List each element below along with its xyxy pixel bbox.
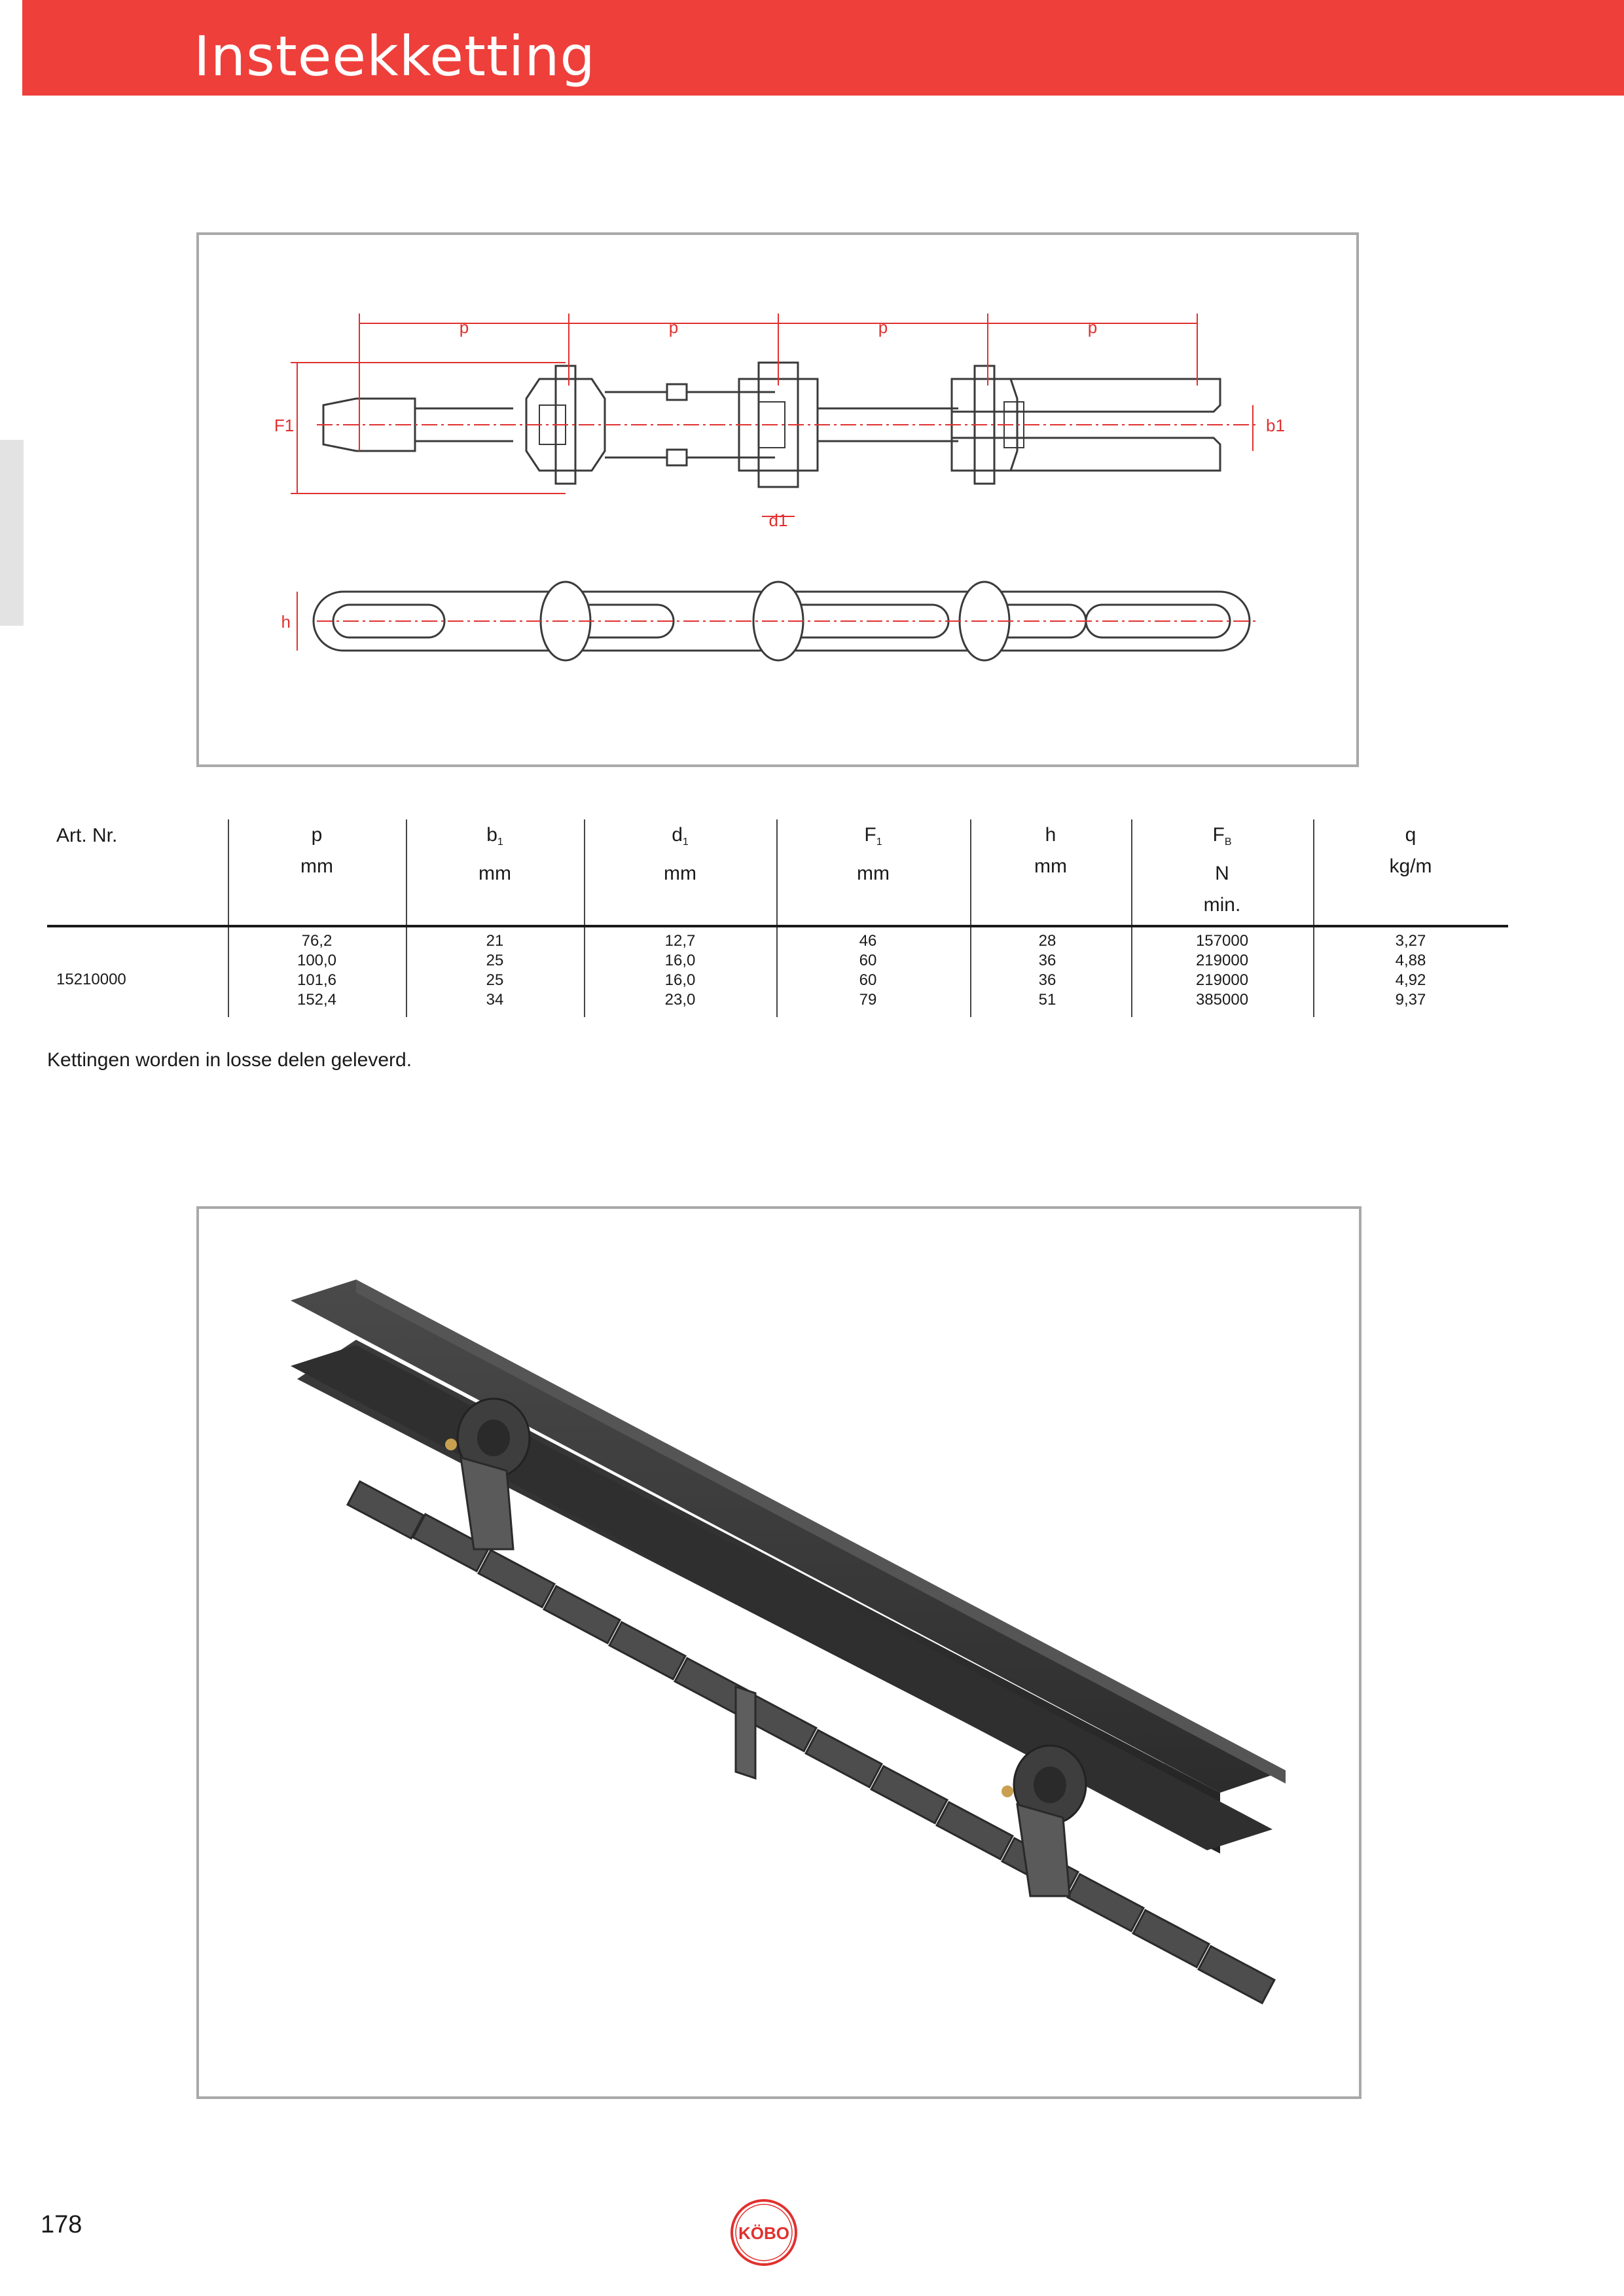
- column-unit: mm: [664, 863, 696, 884]
- col-divider: [228, 819, 229, 1017]
- column-symbol: F: [864, 824, 876, 846]
- table-cell: 36: [1038, 971, 1056, 989]
- column-subscript: 1: [682, 836, 689, 848]
- table-cell: 9,37: [1395, 991, 1426, 1009]
- table-header-rule: [47, 925, 1508, 927]
- link-1: [525, 378, 606, 472]
- column-header-h: h mm: [970, 819, 1131, 882]
- column-unit: mm: [857, 863, 890, 884]
- delivery-note: Kettingen worden in losse delen geleverd…: [47, 1049, 412, 1071]
- trolley-right: [1001, 1744, 1087, 1897]
- table-cell: 60: [859, 952, 877, 969]
- chain-links: [346, 1480, 1276, 2005]
- table-cell: 219000: [1195, 952, 1249, 969]
- dim-label-b1: b1: [1266, 416, 1285, 435]
- page-title: Insteekketting: [194, 24, 596, 88]
- dim-label-p-1: p: [460, 317, 469, 337]
- chain-conveyor-photo-icon: [291, 1280, 1286, 2005]
- table-cell: 34: [486, 991, 504, 1009]
- technical-drawing: p p p p F1 b1 d1 h: [196, 232, 1359, 767]
- dim-label-f1: F1: [274, 416, 294, 435]
- column-values-q: 3,27 4,88 4,92 9,37: [1313, 931, 1508, 1010]
- column-header-d1: d1 mm: [584, 819, 776, 889]
- col-divider: [584, 819, 585, 1017]
- trolley-left: [445, 1397, 531, 1551]
- art-nr-value: 15210000: [56, 971, 126, 988]
- table-cell: 100,0: [297, 952, 337, 969]
- page-number: 178: [41, 2211, 82, 2238]
- column-header-p: p mm: [228, 819, 406, 882]
- side-tab: [0, 440, 24, 626]
- kobo-logo: KÖBO: [731, 2199, 797, 2266]
- col-divider: [776, 819, 778, 1017]
- col-divider: [406, 819, 407, 1017]
- column-symbol: h: [1045, 824, 1056, 846]
- table-cell: 12,7: [664, 932, 696, 950]
- table-cell: 60: [859, 971, 877, 989]
- column-unit: mm: [300, 855, 333, 877]
- art-nr-label: Art. Nr.: [56, 825, 118, 846]
- table-cell: 23,0: [664, 991, 696, 1009]
- table-cell: 101,6: [297, 971, 337, 989]
- dim-label-p-2: p: [669, 317, 678, 337]
- table-cell: 152,4: [297, 991, 337, 1009]
- table-cell: 76,2: [301, 932, 333, 950]
- column-header-q: q kg/m: [1313, 819, 1508, 882]
- column-subscript: 1: [497, 836, 503, 848]
- column-extra: min.: [1203, 894, 1241, 916]
- table-cell: 36: [1038, 952, 1056, 969]
- col-divider: [970, 819, 971, 1017]
- table-cell: 4,92: [1395, 971, 1426, 989]
- table-cell: 28: [1038, 932, 1056, 950]
- table-cell: 3,27: [1395, 932, 1426, 950]
- column-values-h: 28 36 36 51: [970, 931, 1125, 1010]
- table-cell: 4,88: [1395, 952, 1426, 969]
- column-symbol: F: [1212, 824, 1225, 846]
- column-values-fb: 157000 219000 219000 385000: [1131, 931, 1313, 1010]
- column-values-d1: 12,7 16,0 16,0 23,0: [584, 931, 776, 1010]
- column-values-f1: 46 60 60 79: [776, 931, 960, 1010]
- column-unit: N: [1215, 863, 1229, 884]
- column-symbol: b: [486, 824, 497, 846]
- table-cell: 219000: [1195, 971, 1249, 989]
- table-cell: 21: [486, 932, 504, 950]
- column-subscript: 1: [876, 836, 882, 848]
- dim-label-p-3: p: [878, 317, 888, 337]
- chain-end-left: [322, 397, 416, 452]
- column-symbol: d: [672, 824, 683, 846]
- column-values-p: 76,2 100,0 101,6 152,4: [228, 931, 406, 1010]
- column-unit: mm: [478, 863, 511, 884]
- table-cell: 46: [859, 932, 877, 950]
- column-header-f1: F1 mm: [776, 819, 970, 889]
- table-cell: 51: [1038, 991, 1056, 1009]
- column-header-fb: FB N min.: [1131, 819, 1313, 921]
- table-cell: 79: [859, 991, 877, 1009]
- column-values-b1: 21 25 25 34: [406, 931, 584, 1010]
- chain-side-view: [312, 590, 1251, 652]
- dim-label-d1: d1: [769, 511, 788, 530]
- column-subscript: B: [1224, 836, 1232, 848]
- col-divider: [1131, 819, 1132, 1017]
- dim-label-h: h: [281, 612, 291, 632]
- beam-top-flange: [291, 1280, 1286, 1793]
- col-divider: [1313, 819, 1314, 1017]
- column-unit: mm: [1034, 855, 1067, 877]
- table-cell: 25: [486, 952, 504, 969]
- table-cell: 25: [486, 971, 504, 989]
- attachment-bracket: [734, 1685, 757, 1780]
- table-cell: 157000: [1195, 932, 1249, 950]
- column-unit: kg/m: [1389, 855, 1432, 877]
- table-cell: 16,0: [664, 971, 696, 989]
- column-header-b1: b1 mm: [406, 819, 584, 889]
- column-symbol: p: [311, 824, 323, 846]
- logo-text: KÖBO: [738, 2223, 789, 2243]
- dim-label-p-4: p: [1088, 317, 1097, 337]
- chain-drawing-svg: p p p p F1 b1 d1 h: [274, 314, 1285, 662]
- header-bar: [22, 0, 1624, 96]
- table-cell: 16,0: [664, 952, 696, 969]
- table-cell: 385000: [1195, 991, 1249, 1009]
- product-photo: [196, 1206, 1362, 2099]
- column-symbol: q: [1405, 824, 1416, 846]
